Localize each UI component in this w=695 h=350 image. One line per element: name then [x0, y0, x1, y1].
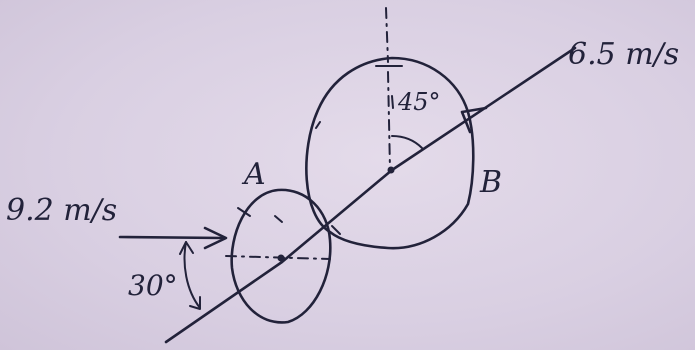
velocity-a-arrow-shaft: [118, 235, 226, 240]
angle-a-label: 30°: [128, 269, 178, 302]
ball-a-outline: [230, 188, 332, 324]
velocity-b-arrowhead: [460, 106, 488, 134]
ball-b-label: B: [480, 165, 503, 200]
velocity-a-arrowhead: [203, 226, 228, 250]
ball-b-vertical-centerline: [385, 7, 391, 171]
ball-a-center: [277, 254, 285, 262]
ball-b-outline: [305, 56, 475, 250]
velocity-a-label: 9.2 m/s: [6, 193, 118, 228]
ball-a-tick: [237, 207, 251, 217]
line-of-impact: [164, 46, 577, 344]
contact-point-tick: [331, 225, 341, 235]
angle-a-arc: [183, 241, 201, 309]
angle-b-label: 45°: [398, 88, 441, 116]
angle-b-arc: [391, 135, 423, 149]
angle-a-arrowhead-bottom: [189, 296, 201, 310]
ball-b-center: [387, 166, 395, 174]
angle-a-arrowhead-top: [179, 241, 194, 255]
ball-a-tick-2: [274, 215, 283, 223]
ball-b-tick: [315, 121, 321, 129]
velocity-b-label: 6.5 m/s: [568, 37, 680, 72]
ball-a-label: A: [244, 157, 266, 192]
angle-b-tick: [391, 95, 394, 109]
